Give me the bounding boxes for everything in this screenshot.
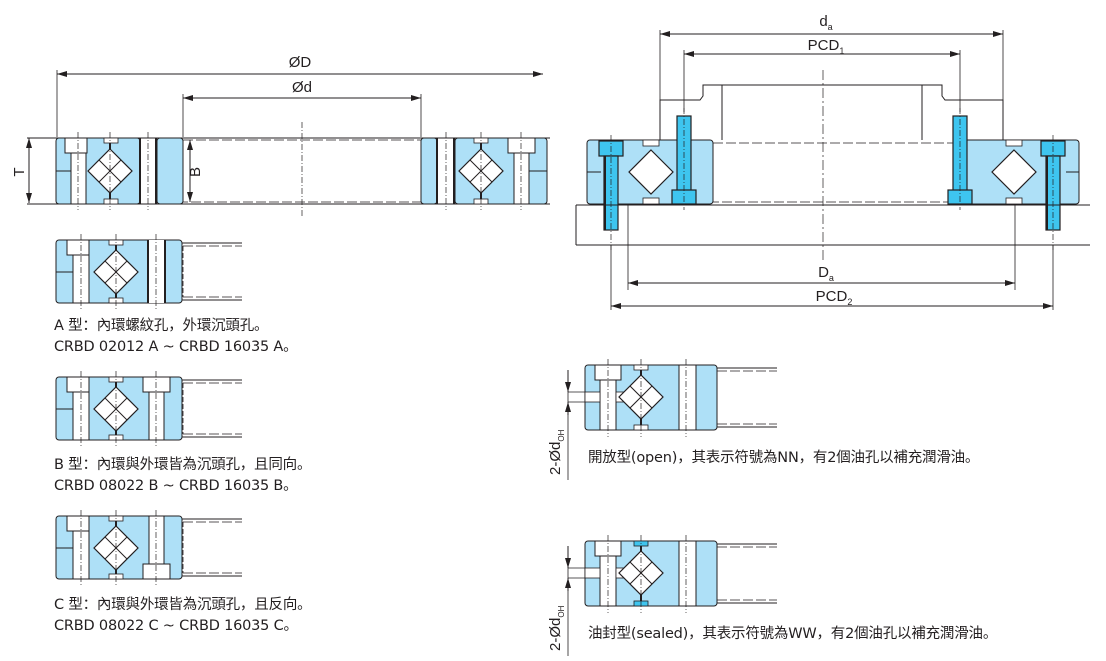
type-c-model-range: CRBD 08022 C ~ CRBD 16035 C。	[54, 618, 298, 634]
type-a-drawing	[55, 234, 242, 309]
type-c-description: C 型：內環與外環皆為沉頭孔，且反向。	[54, 597, 312, 613]
label-pcd2: PCD2	[816, 288, 853, 307]
label-inner-diameter: Ød	[292, 79, 312, 96]
label-outer-diameter: ØD	[289, 54, 312, 71]
label-total-width: T	[11, 167, 28, 176]
type-b-drawing	[55, 371, 242, 446]
type-c-drawing	[55, 510, 242, 585]
type-b-description: B 型：內環與外環皆為沉頭孔，且同向。	[54, 457, 312, 473]
main-bearing-drawing: ØD Ød T B	[11, 54, 550, 217]
type-c-caption: C 型：內環與外環皆為沉頭孔，且反向。 CRBD 08022 C ~ CRBD …	[54, 595, 312, 637]
label-housing-shoulder: Da	[818, 264, 834, 283]
sealed-type-caption: 油封型(sealed)，其表示符號為WW，有2個油孔以補充潤滑油。	[588, 626, 998, 642]
mounting-drawing: da PCD1	[575, 13, 1090, 310]
sealed-type-drawing: 2-ØdOH	[547, 535, 777, 656]
label-pcd1: PCD1	[808, 37, 845, 56]
oil-hole-label-sealed: 2-ØdOH	[547, 605, 566, 651]
open-type-drawing: 2-ØdOH	[547, 359, 777, 480]
open-type-caption: 開放型(open)，其表示符號為NN，有2個油孔以補充潤滑油。	[588, 450, 980, 466]
label-inner-ring-width: B	[187, 167, 204, 177]
type-b-model-range: CRBD 08022 B ~ CRBD 16035 B。	[54, 478, 298, 494]
type-a-caption: A 型：內環螺紋孔，外環沉頭孔。 CRBD 02012 A ~ CRBD 160…	[54, 316, 298, 358]
type-a-model-range: CRBD 02012 A ~ CRBD 16035 A。	[54, 339, 298, 355]
label-shaft-shoulder: da	[819, 13, 832, 32]
type-a-description: A 型：內環螺紋孔，外環沉頭孔。	[54, 318, 269, 334]
oil-hole-label-open: 2-ØdOH	[547, 429, 566, 475]
type-b-caption: B 型：內環與外環皆為沉頭孔，且同向。 CRBD 08022 B ~ CRBD …	[54, 455, 311, 497]
